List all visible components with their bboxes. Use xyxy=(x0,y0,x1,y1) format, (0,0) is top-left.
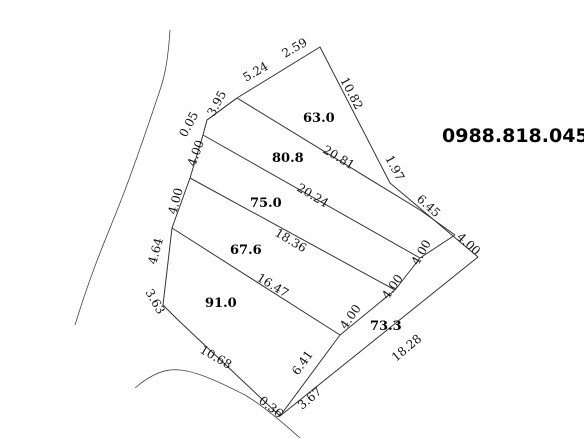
dim-left-upper: 4.00 xyxy=(185,138,207,168)
dim-right-mid: 1.97 xyxy=(382,153,407,183)
dim-top-right: 2.59 xyxy=(280,35,310,60)
division-line-5 xyxy=(171,227,341,336)
plot-boundary xyxy=(162,46,479,417)
division-line-3 xyxy=(202,134,421,259)
division-line-inner-d xyxy=(339,289,396,336)
dim-left-low: 4.64 xyxy=(145,236,166,266)
dim-left-top-b: 0.05 xyxy=(176,109,201,139)
dim-division-1: 20.81 xyxy=(320,143,357,173)
dim-division-4: 16.47 xyxy=(254,271,291,301)
dim-bottom-left: 10.68 xyxy=(198,342,235,371)
phone-number: 0988.818.045 xyxy=(442,125,584,147)
division-line-inner-e xyxy=(279,334,341,417)
terrain-left-line xyxy=(74,29,171,326)
division-line-inner-b xyxy=(419,234,456,259)
dim-division-3: 18.36 xyxy=(272,226,309,256)
dim-left-top-a: 3.95 xyxy=(204,88,229,118)
dim-bottom-short: 3.67 xyxy=(295,384,324,412)
dim-bottom-tip: 0.36 xyxy=(256,393,286,420)
dim-inner-3: 4.00 xyxy=(337,302,364,332)
dim-top-left: 5.24 xyxy=(241,59,271,85)
division-line-4 xyxy=(189,177,396,291)
dim-corner-right: 4.00 xyxy=(454,230,483,258)
dim-division-2: 20.24 xyxy=(294,181,331,211)
dim-left-lowest: 3.63 xyxy=(142,287,167,317)
division-line-inner-c xyxy=(394,257,421,291)
dim-left-mid: 4.00 xyxy=(165,186,185,215)
division-line-1 xyxy=(206,97,238,121)
dim-inner-2: 4.00 xyxy=(379,272,406,302)
lot-area-6: 73.3 xyxy=(370,319,402,334)
dim-bottom-long: 18.28 xyxy=(389,331,424,364)
terrain-bottom-line xyxy=(134,369,301,438)
lot-area-5: 91.0 xyxy=(205,296,237,311)
lot-area-4: 67.6 xyxy=(230,243,262,258)
division-line-inner-a xyxy=(419,209,456,236)
dim-inner-1: 4.00 xyxy=(408,237,433,267)
lot-area-2: 80.8 xyxy=(272,151,304,166)
lot-area-3: 75.0 xyxy=(250,196,282,211)
lot-area-1: 63.0 xyxy=(303,111,335,126)
division-line-2 xyxy=(236,97,421,211)
dim-right-upper: 10.82 xyxy=(337,75,365,112)
